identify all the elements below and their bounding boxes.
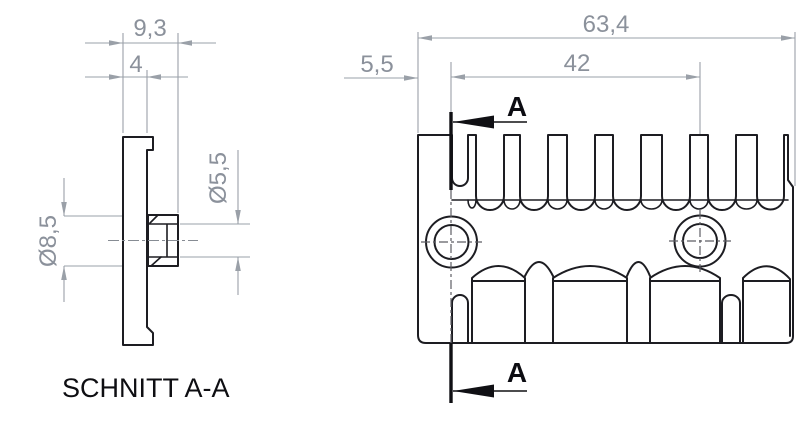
dim-plate-thickness-text: 4: [129, 51, 142, 78]
dim-overall-width: 9,3: [85, 15, 216, 46]
dim-plate-thickness: 4: [85, 51, 188, 80]
dim-boss-diameter-text: Ø8,5: [35, 215, 62, 267]
dim-overall-length: 63,4: [418, 11, 795, 41]
plan-view: 63,4 42 5,5: [344, 11, 796, 403]
dim-hole-spacing-text: 42: [564, 50, 591, 77]
section-caption: SCHNITT A-A: [62, 373, 230, 403]
dim-edge-to-section-text: 5,5: [360, 51, 393, 78]
section-label-top: A: [507, 91, 527, 122]
dim-edge-to-section: 5,5: [344, 51, 418, 81]
section-label-bottom: A: [507, 357, 527, 388]
mounting-hole-left: [421, 215, 482, 269]
bottom-fin-row: [451, 261, 791, 344]
top-row-scallops: [451, 199, 789, 210]
dim-overall-length-text: 63,4: [583, 11, 630, 38]
plate-cross-section: [108, 136, 198, 346]
dim-boss-diameter: Ø8,5: [35, 178, 67, 302]
section-extension-lines: [64, 33, 250, 267]
section-cutting-line: A A: [449, 91, 527, 403]
mounting-hole-right: [669, 210, 731, 272]
plan-extension-lines: [417, 32, 796, 206]
dim-pin-diameter: Ø5,5: [205, 150, 241, 295]
section-view: 9,3 4 Ø8,5 Ø5,5: [35, 15, 250, 403]
dim-pin-diameter-text: Ø5,5: [205, 152, 232, 204]
dim-overall-width-text: 9,3: [133, 15, 166, 42]
heatsink-outline: [417, 134, 794, 344]
dim-hole-spacing: 42: [451, 50, 700, 80]
